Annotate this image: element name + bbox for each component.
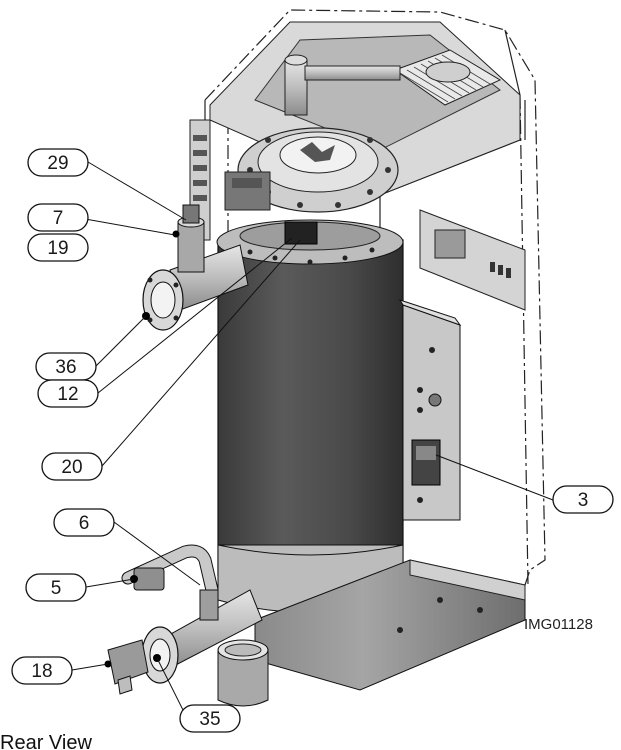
callout-29: 29 <box>27 148 89 177</box>
callout-19: 19 <box>27 233 89 262</box>
drain-valve-assembly <box>121 544 219 621</box>
callout-label: 35 <box>199 709 220 730</box>
top-burner-assembly <box>209 21 521 213</box>
callout-label: 20 <box>61 457 82 478</box>
combustion-control-box <box>398 299 462 521</box>
callout-12: 12 <box>37 379 99 408</box>
callout-label: 7 <box>53 208 64 229</box>
callout-label: 18 <box>31 661 52 682</box>
callout-label: 36 <box>55 357 76 378</box>
callout-label: 29 <box>47 153 68 174</box>
callout-20: 20 <box>41 452 103 481</box>
storage-tank <box>216 219 404 613</box>
air-intake-duct <box>217 639 269 707</box>
callout-6: 6 <box>53 508 115 537</box>
blower-grille <box>393 49 502 106</box>
callout-35: 35 <box>179 704 241 733</box>
burner-plate <box>237 127 399 213</box>
callout-7: 7 <box>27 203 89 232</box>
lower-inlet-assembly <box>104 589 263 695</box>
callout-label: 6 <box>79 513 90 534</box>
callout-label: 12 <box>57 384 78 405</box>
callout-label: 3 <box>578 490 589 511</box>
right-control-panel <box>419 209 526 311</box>
callout-18: 18 <box>11 656 73 685</box>
view-title: Rear View <box>0 732 92 750</box>
upper-outlet-flange <box>142 244 249 331</box>
callout-label: 19 <box>47 238 68 259</box>
base-plate <box>254 559 526 691</box>
callout-leader-lines <box>71 161 554 713</box>
relief-valve <box>172 204 205 273</box>
callout-36: 36 <box>35 352 97 381</box>
callout-3: 3 <box>552 485 614 514</box>
callout-5: 5 <box>25 573 87 602</box>
image-id-label: IMG01128 <box>524 616 593 633</box>
callout-label: 5 <box>51 578 62 599</box>
